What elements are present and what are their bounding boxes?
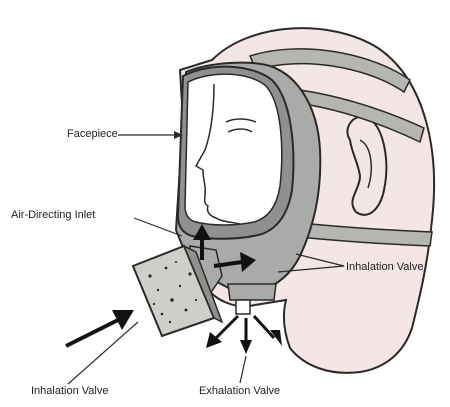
label-exhalation-valve: Exhalation Valve	[199, 385, 280, 398]
exhalation-valve-stem	[236, 300, 250, 314]
label-inhalation-valve-right: Inhalation Valve	[346, 261, 423, 274]
label-facepiece: Facepiece	[67, 128, 118, 141]
exhalation-valve-housing	[228, 284, 276, 300]
lens	[185, 74, 282, 225]
label-air-directing-inlet: Air-Directing Inlet	[11, 209, 95, 222]
label-inhalation-valve-bottom: Inhalation Valve	[31, 385, 108, 398]
